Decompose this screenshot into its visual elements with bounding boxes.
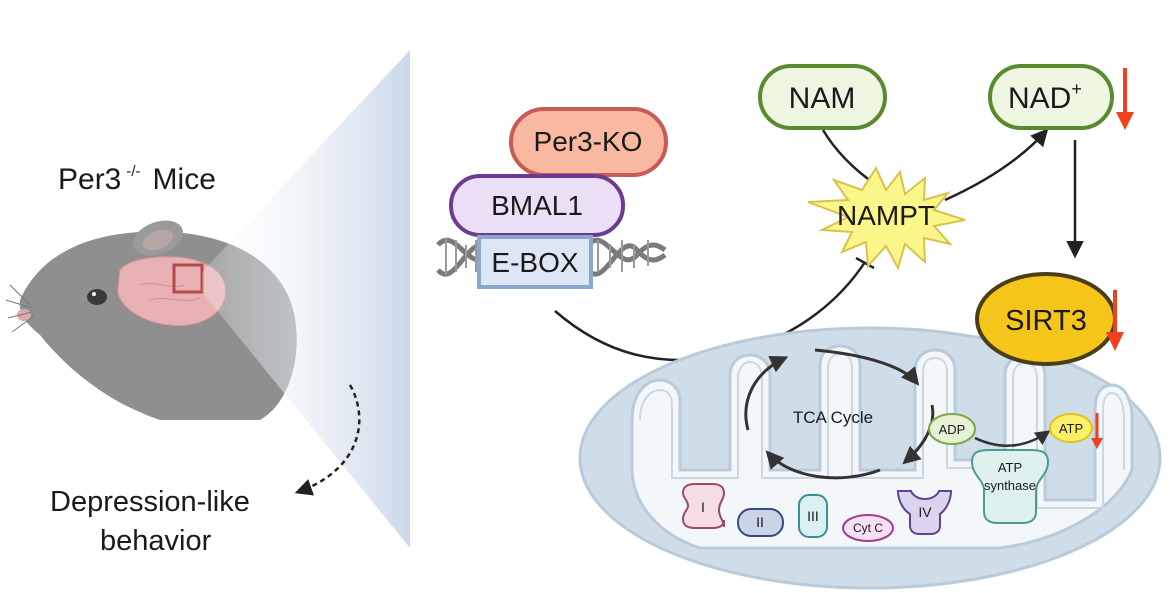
behavior-arrow bbox=[294, 384, 361, 496]
tca-arrow-bottom bbox=[765, 450, 881, 480]
nam-label: NAM bbox=[789, 82, 856, 115]
complex-iv-label: IV bbox=[918, 504, 932, 520]
behavior-label-line1: Depression-like bbox=[50, 486, 250, 518]
sirt3-decrease-arrow-head bbox=[1106, 332, 1124, 351]
tca-cycle-label: TCA Cycle bbox=[793, 408, 873, 427]
complex-ii-label: II bbox=[756, 514, 764, 530]
nam-to-nampt-line bbox=[821, 129, 876, 186]
mouse-title: Per3-/-Mice bbox=[58, 163, 216, 196]
adp-ellipse bbox=[928, 413, 976, 445]
dna-helix bbox=[436, 237, 667, 277]
complex-iii-label: III bbox=[807, 508, 819, 524]
complex-iii-shape bbox=[798, 494, 828, 538]
adp-to-atp-arrow bbox=[974, 430, 1051, 447]
nad-decrease-arrow-head bbox=[1116, 112, 1134, 130]
nampt-to-nad-arrow bbox=[944, 128, 1049, 202]
cyt-c-ellipse bbox=[842, 514, 894, 542]
tca-arrow-top bbox=[814, 348, 920, 386]
ebox-box bbox=[477, 235, 593, 289]
atp-ellipse bbox=[1049, 413, 1093, 443]
cyt-c-label: Cyt C bbox=[853, 521, 883, 535]
complex-i-shape bbox=[681, 483, 726, 529]
atp-label: ATP bbox=[1059, 421, 1083, 436]
nad-box bbox=[988, 64, 1114, 130]
atp-decrease-arrow-head bbox=[1091, 438, 1103, 449]
tca-arrow-left bbox=[744, 355, 789, 431]
bmal1-label: BMAL1 bbox=[491, 190, 583, 221]
behavior-label-line2: behavior bbox=[100, 525, 212, 557]
complex-i-label: I bbox=[701, 499, 705, 515]
nampt-label: NAMPT bbox=[837, 200, 935, 231]
sirt3-label: SIRT3 bbox=[1005, 305, 1087, 337]
per3-ko-label: Per3-KO bbox=[534, 126, 643, 157]
zoom-cone bbox=[202, 50, 410, 548]
nam-box bbox=[758, 64, 887, 130]
ebox-label: E-BOX bbox=[491, 247, 578, 278]
adp-label: ADP bbox=[939, 422, 966, 437]
atp-synthase-label-line1: ATP bbox=[998, 460, 1022, 475]
complex-iv-shape bbox=[896, 490, 953, 535]
inhibition-bar bbox=[855, 256, 875, 270]
nad-label: NAD+ bbox=[1008, 79, 1082, 115]
nampt-starburst bbox=[807, 165, 966, 271]
atp-synthase-label-line2: synthase bbox=[984, 478, 1036, 493]
complex-ii-shape bbox=[737, 508, 784, 537]
mitochondrion bbox=[578, 326, 1162, 590]
atp-synthase-shape bbox=[970, 449, 1050, 524]
